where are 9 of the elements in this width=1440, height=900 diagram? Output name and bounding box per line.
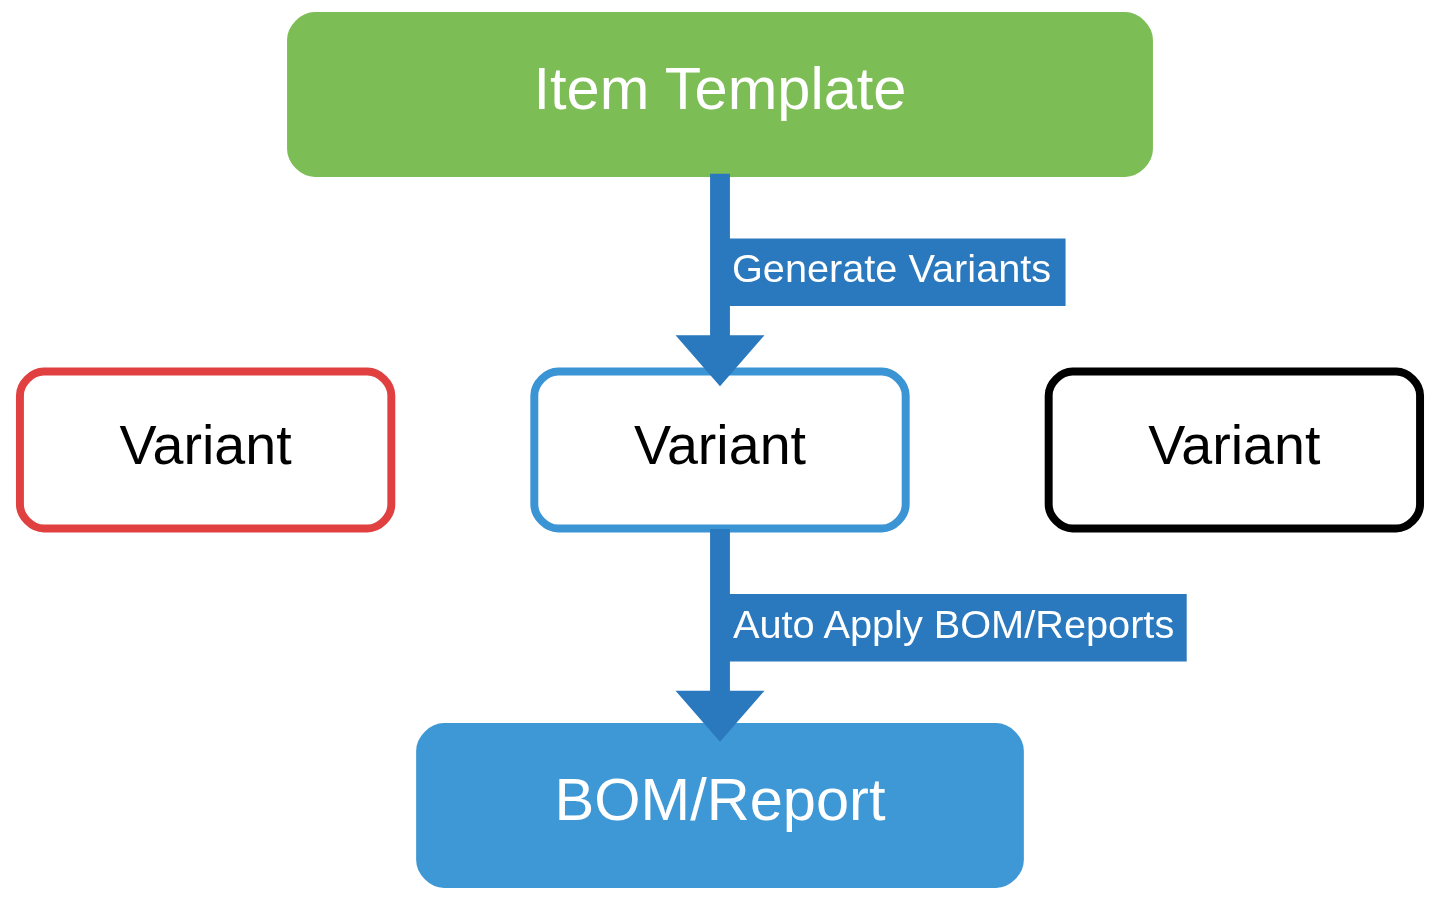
- node-box: Variant: [530, 367, 910, 533]
- node-box: BOM/Report: [416, 723, 1024, 888]
- node-box: Variant: [1044, 367, 1425, 533]
- node-box: Variant: [15, 367, 396, 533]
- edge-label: Auto Apply BOM/Reports: [732, 601, 1175, 646]
- node-box: Item Template: [287, 12, 1153, 177]
- arrow: [675, 173, 765, 387]
- arrow: [675, 529, 765, 742]
- edge-label: Generate Variants: [731, 246, 1052, 291]
